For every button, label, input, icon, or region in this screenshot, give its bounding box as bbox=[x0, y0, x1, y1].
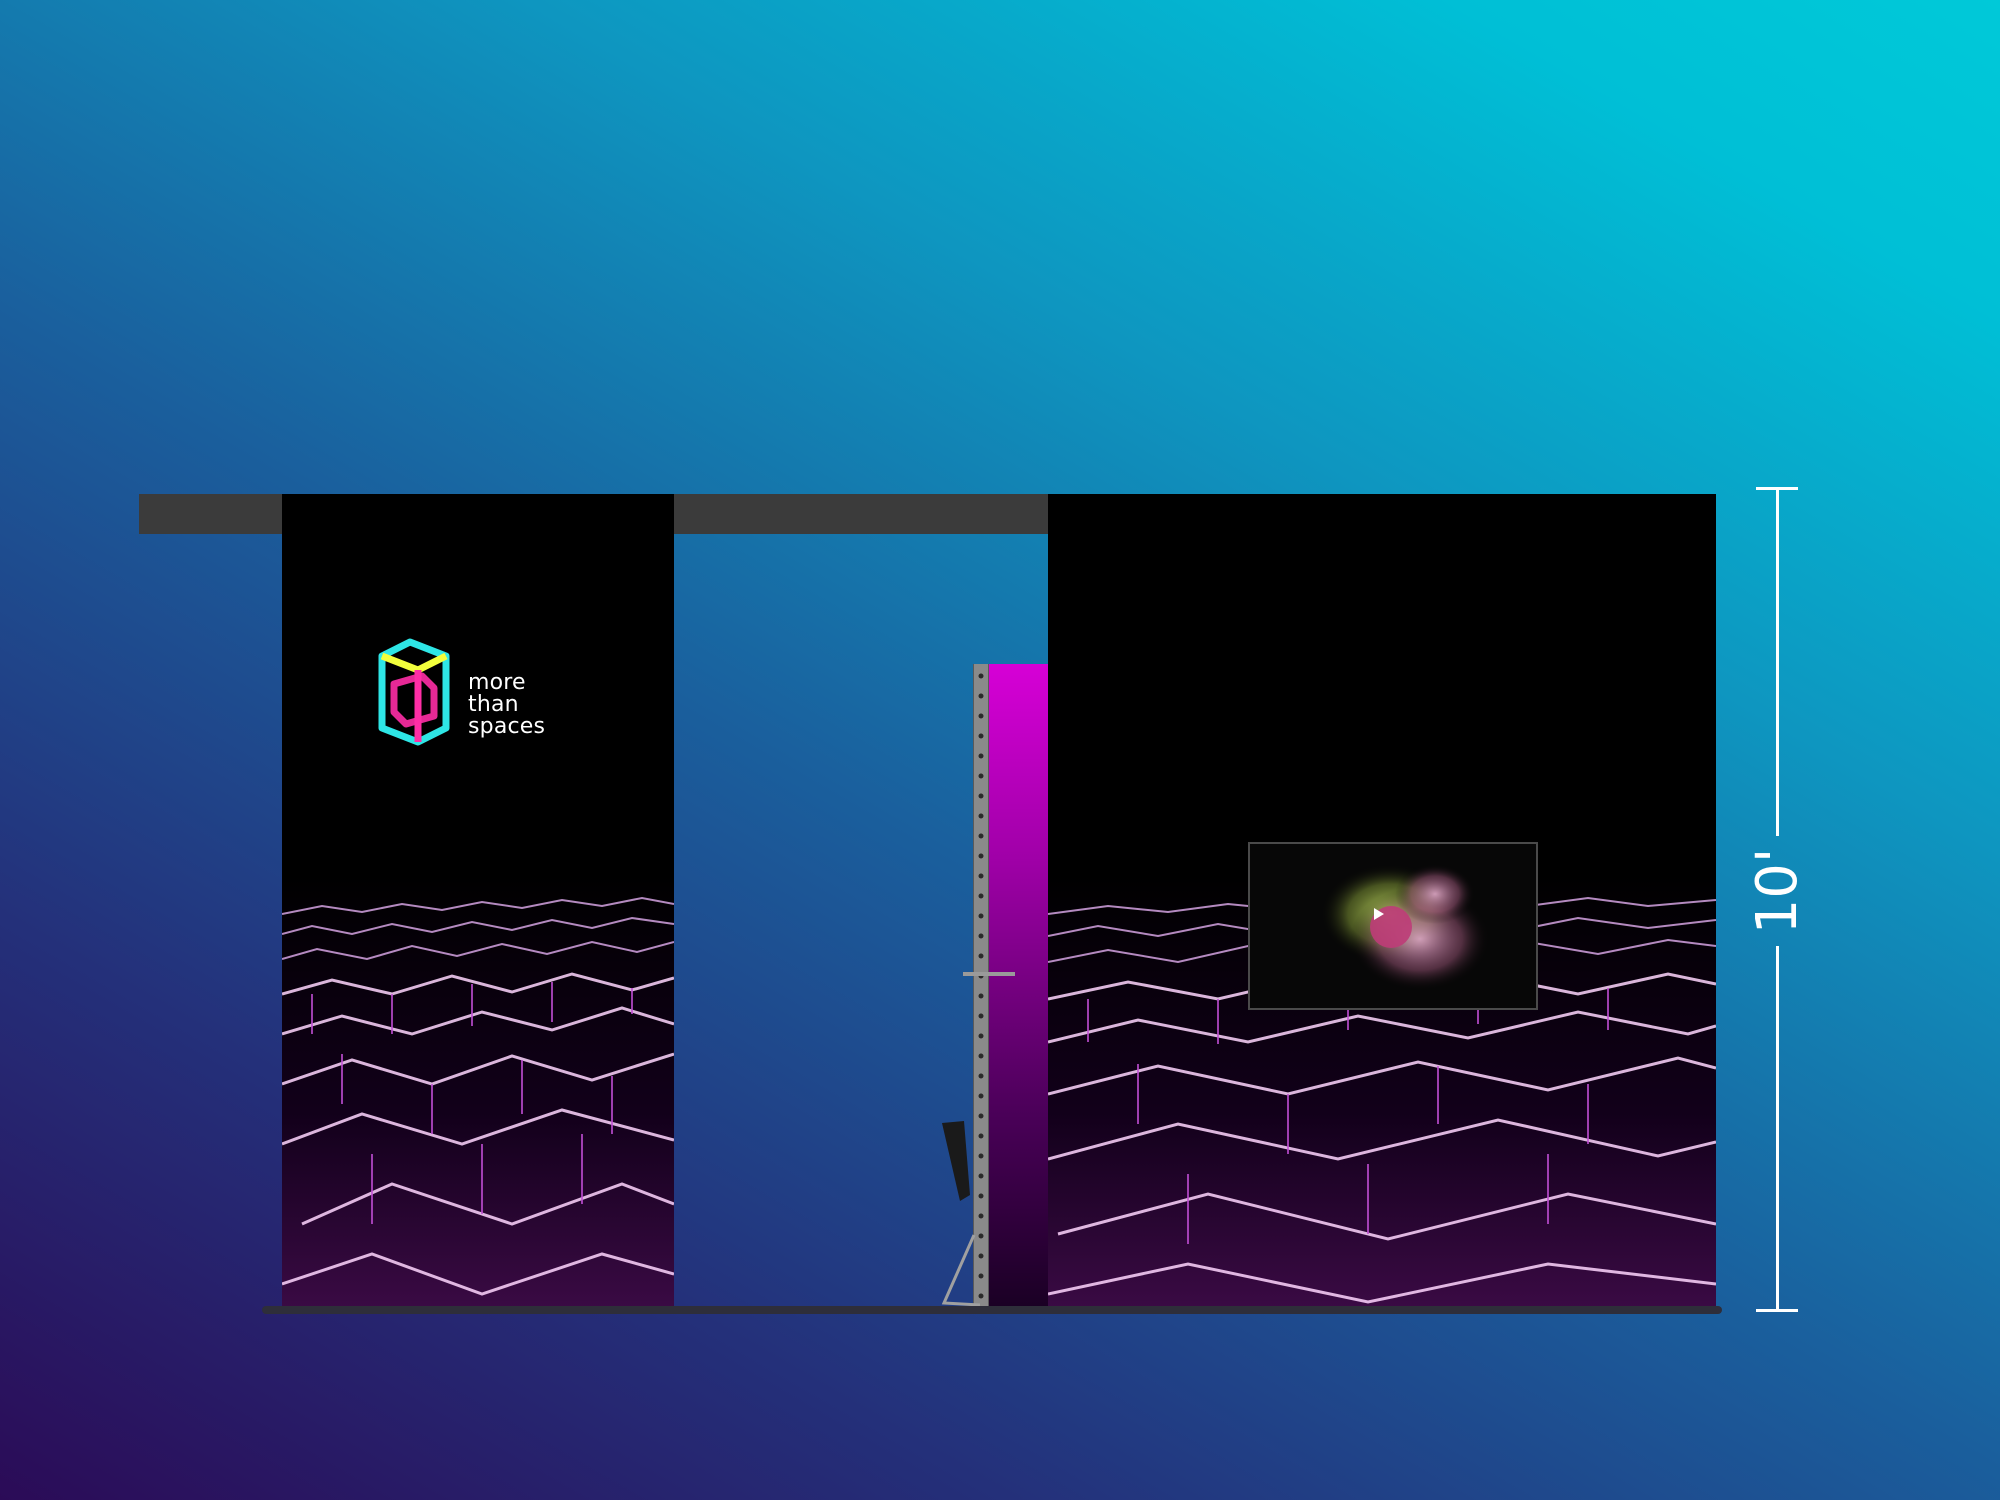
door-handle bbox=[963, 972, 1015, 976]
dimension-line-lower bbox=[1776, 946, 1779, 1310]
magenta-door-panel bbox=[986, 664, 1048, 1308]
play-button[interactable] bbox=[1370, 906, 1412, 948]
height-dimension-label: 10' bbox=[1745, 847, 1810, 935]
cube-logo-icon bbox=[378, 638, 450, 746]
right-graphic-panel bbox=[1048, 494, 1716, 1308]
dimension-bottom-tick bbox=[1756, 1309, 1798, 1312]
left-graphic-panel: more than spaces bbox=[282, 494, 674, 1308]
logo-line-2: than bbox=[468, 692, 519, 717]
chair-silhouette bbox=[941, 1121, 981, 1307]
logo-line-1: more bbox=[468, 670, 526, 695]
play-icon bbox=[1374, 908, 1384, 920]
header-beam-middle bbox=[673, 494, 1049, 534]
perforated-post bbox=[973, 664, 989, 1308]
header-beam-left bbox=[139, 494, 283, 534]
neon-hex-floor-graphic bbox=[282, 874, 674, 1308]
dimension-line-upper bbox=[1776, 488, 1779, 836]
video-monitor bbox=[1248, 842, 1538, 1010]
floor-base bbox=[262, 1306, 1722, 1314]
logo-line-3: spaces bbox=[468, 714, 546, 739]
